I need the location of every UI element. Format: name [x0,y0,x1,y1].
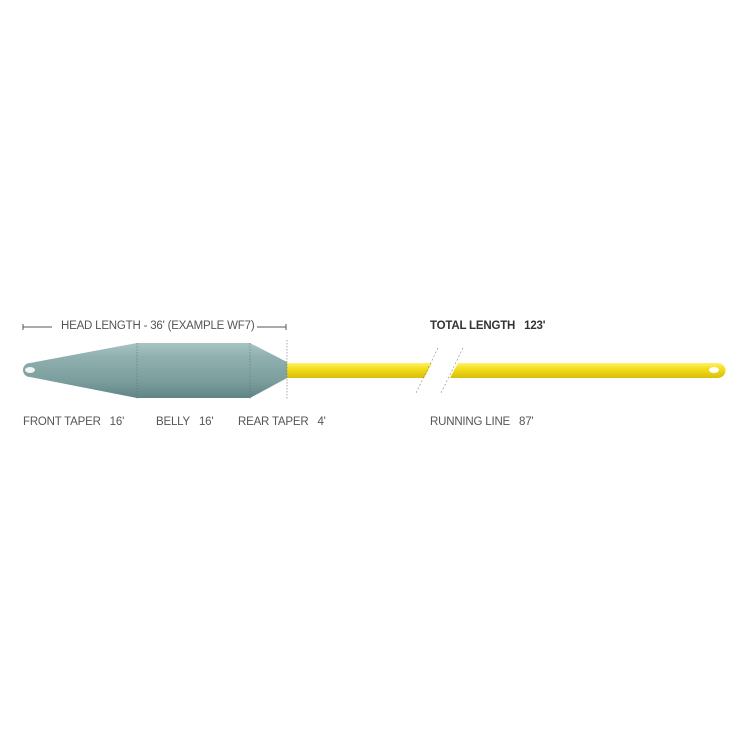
section-value: 4' [317,416,326,428]
belly-label: BELLY 16' [156,416,214,428]
running-line-label: RUNNING LINE 87' [430,416,534,428]
head-length-label: HEAD LENGTH - 36' (EXAMPLE WF7) [61,320,255,332]
section-value: 16' [198,416,214,428]
front-taper-label: FRONT TAPER 16' [23,416,124,428]
section-value: 87' [519,416,534,428]
section-name: RUNNING LINE [430,416,511,428]
running-line [280,347,726,394]
loop-icon [25,367,35,373]
total-length-label: TOTAL LENGTH 123' [430,320,545,332]
total-length-text: TOTAL LENGTH [430,320,516,332]
rear-taper-label: REAR TAPER 4' [238,416,326,428]
section-name: FRONT TAPER [23,416,101,428]
loop-icon [709,367,719,373]
line-head [23,340,288,400]
total-length-value: 123' [524,320,546,332]
section-name: REAR TAPER [238,416,309,428]
section-value: 16' [109,416,125,428]
section-name: BELLY [156,416,190,428]
